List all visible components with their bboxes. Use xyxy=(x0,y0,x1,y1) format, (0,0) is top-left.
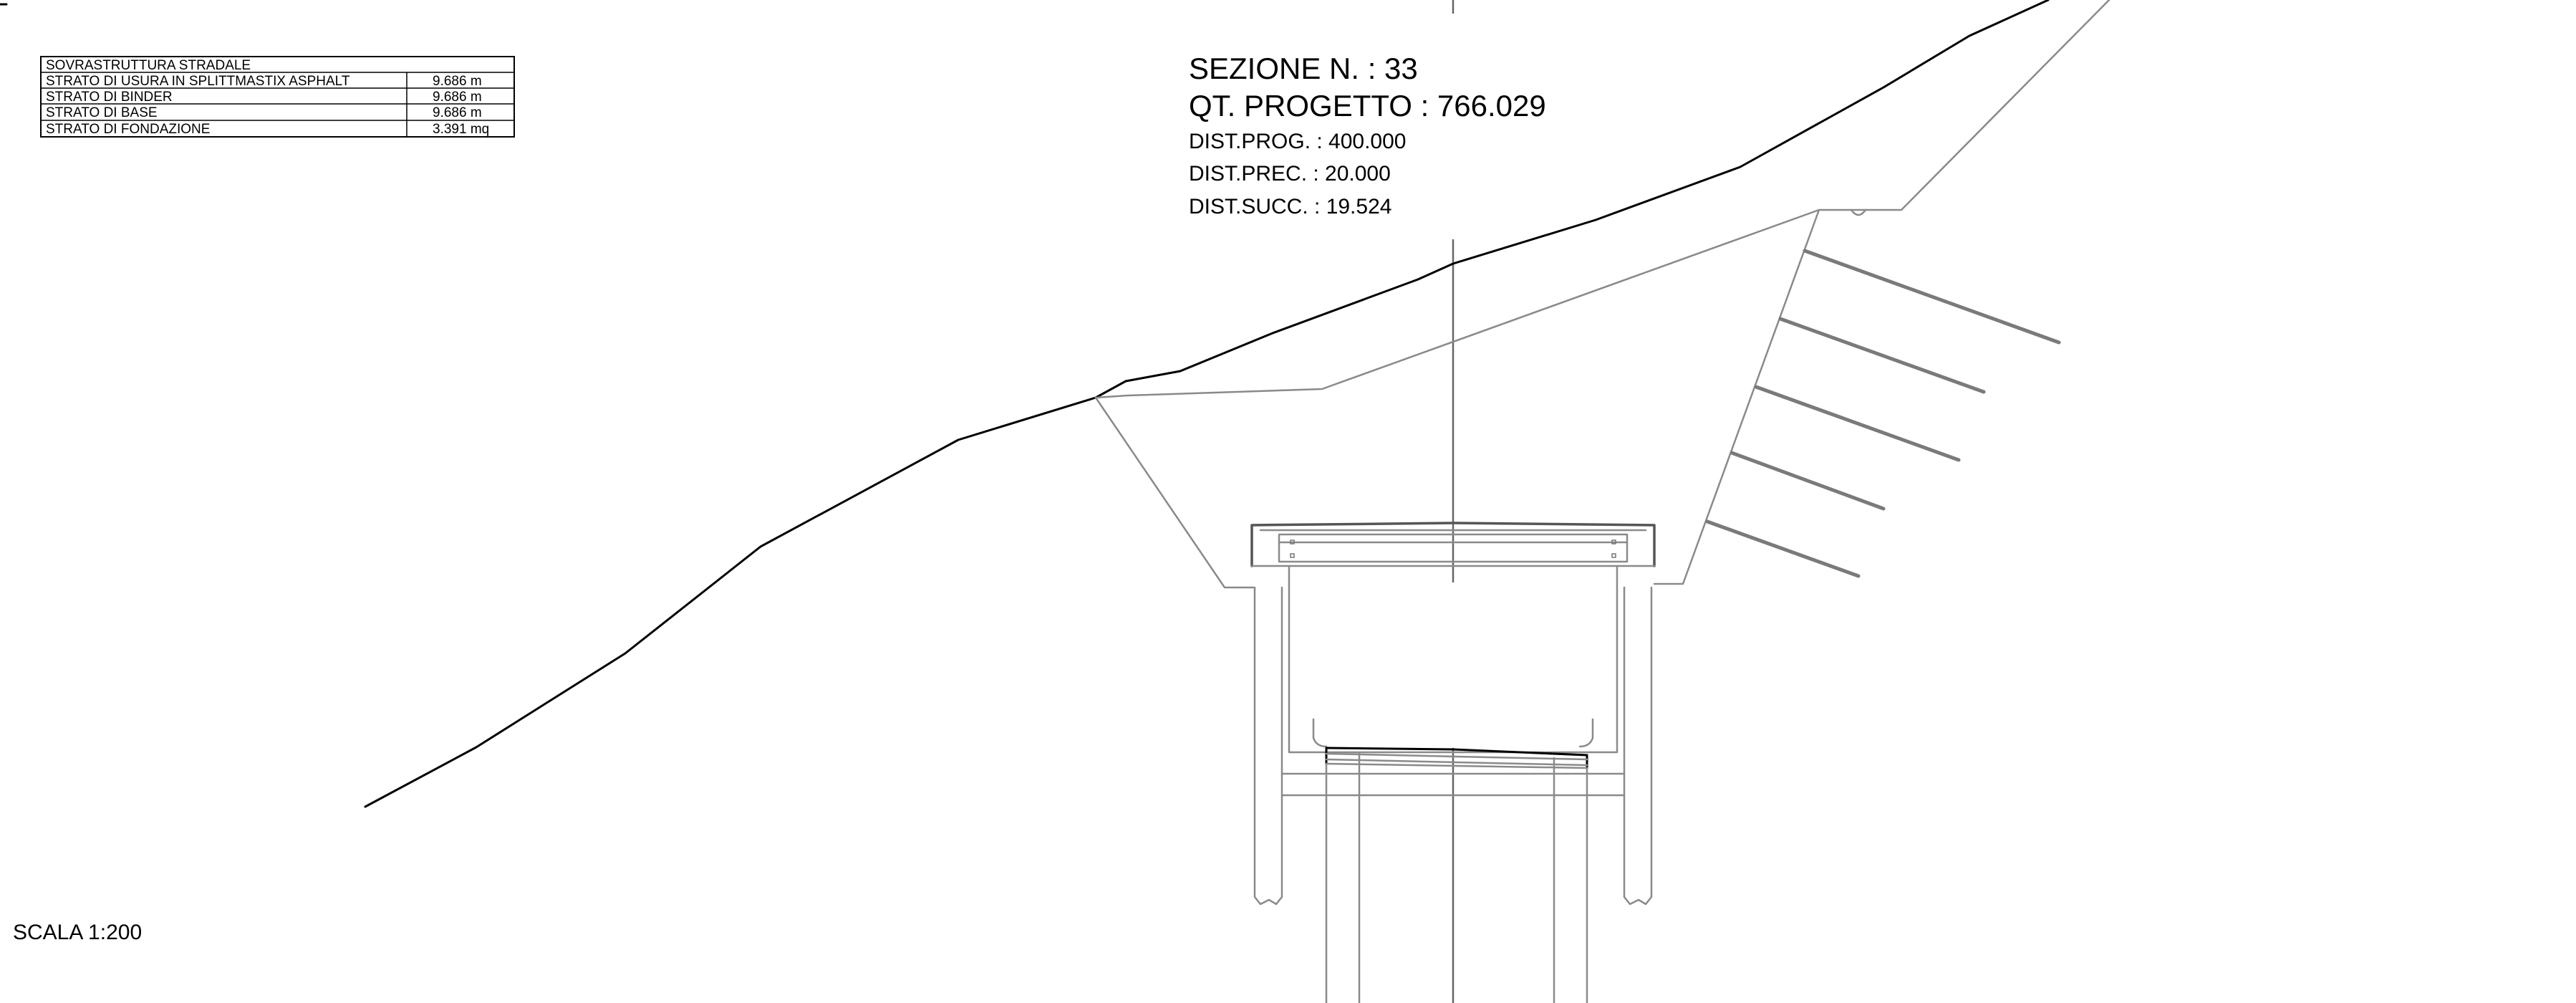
scale-label: SCALA 1:200 xyxy=(13,921,142,944)
layer-label-base: STRATO DI BASE xyxy=(46,105,158,120)
layers-table: SOVRASTRUTTURA STRADALE STRATO DI USURA … xyxy=(40,56,515,138)
rock-anchors xyxy=(1705,249,2061,578)
dist-succ: DIST.SUCC. : 19.524 xyxy=(1189,195,1391,219)
layer-label-foundation: STRATO DI FONDAZIONE xyxy=(46,122,210,137)
dist-prec: DIST.PREC. : 20.000 xyxy=(1189,162,1391,186)
foundation-columns xyxy=(1325,752,1588,1003)
layer-value-base: 9.686 m xyxy=(433,105,482,120)
dist-prog: DIST.PROG. : 400.000 xyxy=(1189,130,1406,153)
layer-label-binder: STRATO DI BINDER xyxy=(46,90,173,105)
section-number: SEZIONE N. : 33 xyxy=(1189,52,1418,85)
layer-value-binder: 9.686 m xyxy=(433,90,482,105)
section-header: SEZIONE N. : 33 QT. PROGETTO : 766.029 D… xyxy=(1189,52,1546,219)
layer-value-wearing-course: 9.686 m xyxy=(433,74,482,89)
project-elevation: QT. PROGETTO : 766.029 xyxy=(1189,89,1546,123)
inner-box xyxy=(1280,565,1626,797)
excavation-outline xyxy=(1094,0,2111,589)
road-pavement xyxy=(1325,747,1588,769)
cover-slab xyxy=(1250,522,1656,567)
ground-profile-line xyxy=(364,0,2050,808)
layer-label-wearing-course: STRATO DI USURA IN SPLITTMASTIX ASPHALT xyxy=(46,74,350,89)
piles xyxy=(1253,586,1653,906)
layer-value-foundation: 3.391 mq xyxy=(433,122,489,137)
layers-table-title: SOVRASTRUTTURA STRADALE xyxy=(46,58,251,73)
